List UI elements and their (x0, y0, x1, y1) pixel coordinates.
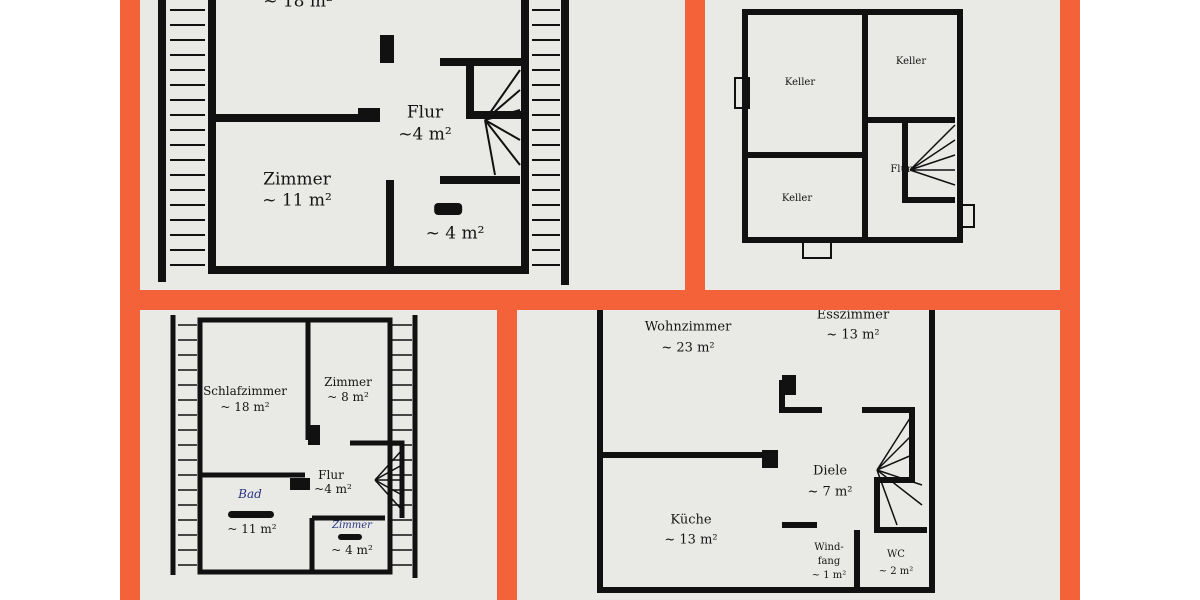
room-area: ~ 13 m² (664, 532, 718, 548)
room-area: ~ 11 m² (227, 522, 277, 536)
room-name: WC (887, 549, 905, 560)
strikethrough-mark (228, 511, 274, 518)
room-area: ~4 m² (314, 482, 352, 496)
floor-plan-attic-bottom-left: Schlafzimmer ~ 18 m² Zimmer ~ 8 m² Flur … (140, 310, 497, 600)
room-name: Flur (406, 102, 444, 123)
room-name: Keller (784, 77, 816, 88)
room-name: Zimmer (324, 375, 372, 389)
room-area: ~ 8 m² (327, 390, 369, 404)
room-name: Zimmer (263, 169, 331, 190)
floor-plan-walls (597, 310, 935, 593)
room-area: ~ 4 m² (331, 543, 373, 557)
room-name: Flur (318, 468, 344, 482)
handwritten-room-name: Bad (238, 487, 262, 501)
room-area: ~ 18 m² (263, 0, 333, 12)
floor-plan-attic-top-left: ~ 18 m² Flur ~4 m² Zimmer ~ 11 m² Bad ~ … (140, 0, 685, 290)
room-area: ~ 1 m² (811, 570, 847, 581)
room-name: fang (817, 556, 841, 567)
room-name: Küche (670, 512, 712, 528)
room-area: ~ 7 m² (807, 484, 853, 500)
room-area: ~4 m² (398, 124, 452, 145)
floor-plan-walls (158, 0, 569, 285)
floor-plan-basement: Keller Keller Keller Flur (705, 0, 1060, 290)
room-area: ~ 11 m² (262, 190, 332, 211)
room-name-struck: Bad (434, 202, 462, 216)
room-area: ~ 23 m² (661, 340, 715, 356)
room-name: Wind- (814, 542, 844, 553)
room-name: Esszimmer (816, 310, 890, 323)
room-name: Keller (781, 193, 813, 204)
handwritten-room-name: Zimmer (332, 520, 372, 531)
floor-plan-ground-floor: Wohnzimmer ~ 23 m² Esszimmer ~ 13 m² Die… (517, 310, 1060, 600)
room-area: ~ 13 m² (826, 327, 880, 343)
room-name: Wohnzimmer (644, 319, 732, 335)
room-name: Schlafzimmer (203, 384, 287, 398)
strikethrough-mark (338, 534, 362, 540)
room-name: Flur (890, 164, 912, 175)
room-area: ~ 2 m² (878, 566, 914, 577)
floor-plan-walls (734, 9, 975, 259)
room-area: ~ 4 m² (425, 223, 485, 244)
room-name: Diele (812, 463, 848, 479)
room-name: Keller (895, 56, 927, 67)
floor-plan-walls (170, 315, 418, 578)
room-area: ~ 18 m² (220, 400, 270, 414)
